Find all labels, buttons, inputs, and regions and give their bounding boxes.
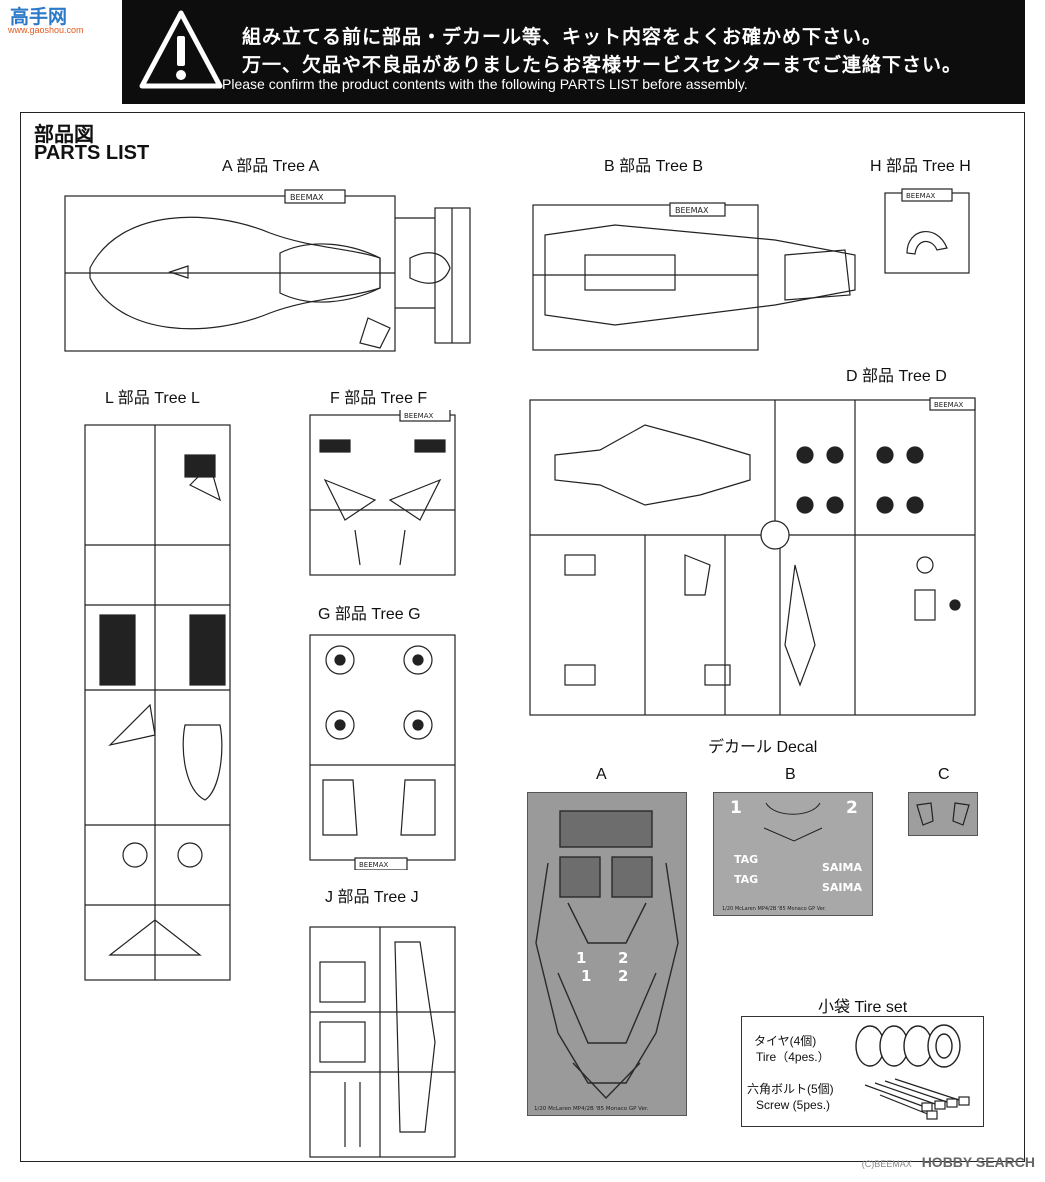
- page-frame: [20, 112, 1025, 1162]
- tree-h-sprue: BEEMAX: [882, 188, 974, 278]
- tree-a-tag: BEEMAX: [290, 193, 324, 202]
- tree-f-sprue: BEEMAX: [305, 410, 460, 580]
- watermark-site-name: 高手网: [10, 6, 68, 28]
- tree-j-label: J 部品 Tree J: [325, 889, 419, 906]
- tree-g-tag: BEEMAX: [359, 861, 388, 869]
- tree-b-label: B 部品 Tree B: [604, 158, 703, 175]
- copyright-text: (C)BEEMAX: [861, 1159, 912, 1169]
- parts-list-title-en: PARTS LIST: [34, 142, 150, 164]
- tireset-heading: 小袋 Tire set: [818, 999, 908, 1016]
- tree-b-sprue: BEEMAX: [525, 195, 865, 355]
- decal-b-label: B: [785, 766, 796, 783]
- decal-b-tag-2: TAG: [734, 873, 758, 886]
- decal-sheet-c: [908, 792, 978, 836]
- decal-a-number-1: 1: [576, 949, 586, 967]
- tree-f-label: F 部品 Tree F: [330, 390, 428, 407]
- tree-h-tag: BEEMAX: [906, 192, 935, 200]
- screw-illustration: [864, 1078, 970, 1120]
- decal-a-number-3: 1: [581, 967, 591, 985]
- decal-b-sponsor-1: SAIMA: [822, 861, 862, 874]
- decal-b-number-2: 2: [846, 798, 858, 818]
- tree-g-label: G 部品 Tree G: [318, 606, 421, 623]
- tire-jp-label: タイヤ(4個): [754, 1034, 817, 1048]
- warning-triangle-icon: [139, 10, 223, 89]
- decal-sheet-b: 1 2 TAG TAG SAIMA SAIMA 1/20 McLaren MP4…: [713, 792, 873, 916]
- decal-sheet-a: 1 2 1 2 1/20 McLaren MP4/2B '85 Monaco G…: [527, 792, 687, 1116]
- decal-a-caption: 1/20 McLaren MP4/2B '85 Monaco GP Ver.: [534, 1106, 649, 1112]
- tire-en-label: Tire（4pes.）: [756, 1050, 830, 1064]
- screw-en-label: Screw (5pes.): [756, 1098, 831, 1112]
- tree-d-sprue: BEEMAX: [525, 395, 980, 720]
- banner-en-line: Please confirm the product contents with…: [222, 76, 748, 92]
- decal-a-number-4: 2: [618, 967, 628, 985]
- tree-a-sprue: BEEMAX: [50, 178, 475, 356]
- site-watermark: 高手网 www.gaoshou.com: [2, 2, 84, 42]
- parts-list-title-jp: 部品図: [34, 124, 94, 146]
- banner-jp-line-2: 万一、欠品や不良品がありましたらお客様サービスセンターまでご連絡下さい。: [242, 54, 963, 76]
- hobby-search-brand: HOBBY SEARCH: [921, 1154, 1035, 1170]
- tree-l-sprue: [80, 405, 235, 985]
- watermark-url: www.gaoshou.com: [8, 25, 84, 35]
- banner-jp-line-1: 組み立てる前に部品・デカール等、キット内容をよくお確かめ下さい。: [242, 26, 883, 48]
- decal-b-tag-1: TAG: [734, 853, 758, 866]
- tree-h-label: H 部品 Tree H: [870, 158, 971, 175]
- tireset-box: タイヤ(4個) Tire（4pes.） 六角ボルト(5個) Screw (5pe…: [741, 1016, 984, 1127]
- tree-a-label: A 部品 Tree A: [222, 158, 320, 175]
- decal-a-number-2: 2: [618, 949, 628, 967]
- decal-b-sponsor-2: SAIMA: [822, 881, 862, 894]
- tree-b-tag: BEEMAX: [675, 206, 709, 215]
- tire-illustration: [855, 1024, 961, 1068]
- tree-g-sprue: BEEMAX: [305, 630, 460, 870]
- warning-banner: 組み立てる前に部品・デカール等、キット内容をよくお確かめ下さい。 万一、欠品や不…: [122, 0, 1025, 104]
- decal-heading: デカール Decal: [708, 739, 818, 756]
- tree-f-tag: BEEMAX: [404, 412, 433, 420]
- tree-d-tag: BEEMAX: [934, 401, 963, 409]
- decal-c-label: C: [938, 766, 950, 783]
- tree-l-label: L 部品 Tree L: [105, 390, 200, 407]
- decal-b-number-1: 1: [730, 798, 742, 818]
- decal-a-label: A: [596, 766, 607, 783]
- tree-j-sprue: [305, 922, 460, 1162]
- decal-b-caption: 1/20 McLaren MP4/2B '85 Monaco GP Ver.: [722, 906, 826, 912]
- hobby-search-watermark: (C)BEEMAX HOBBY SEARCH: [862, 1154, 1035, 1170]
- screw-jp-label: 六角ボルト(5個): [747, 1082, 834, 1096]
- tree-d-label: D 部品 Tree D: [846, 368, 947, 385]
